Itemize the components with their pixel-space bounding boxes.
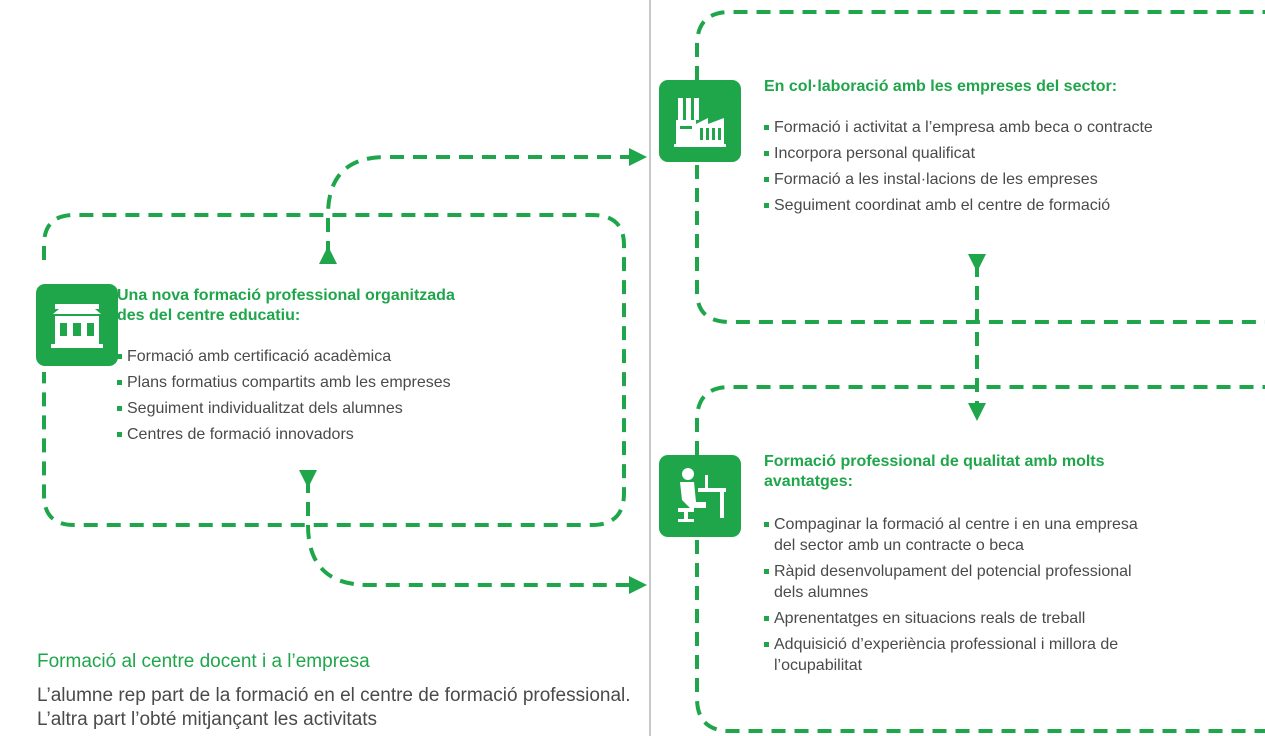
arrow-school-to-quality bbox=[299, 470, 647, 594]
list-item: Seguiment individualitzat dels alumnes bbox=[117, 398, 451, 419]
list-item: Formació amb certificació acadèmica bbox=[117, 346, 451, 367]
quality-icon-box bbox=[659, 455, 741, 537]
arrow-school-to-company bbox=[319, 148, 647, 264]
quality-panel-title-line1: Formació professional de qualitat amb mo… bbox=[764, 453, 1105, 470]
school-panel-list: Formació amb certificació acadèmica Plan… bbox=[117, 346, 451, 450]
section-heading: Formació al centre docent i a l’empresa bbox=[37, 651, 370, 672]
student-desk-icon bbox=[678, 468, 726, 522]
quality-panel-title-line2: avantatges: bbox=[764, 473, 853, 490]
school-panel-frame bbox=[42, 213, 626, 527]
company-panel-title: En col·laboració amb les empreses del se… bbox=[764, 78, 1118, 95]
list-item: Centres de formació innovadors bbox=[117, 424, 451, 445]
list-item: Seguiment coordinat amb el centre de for… bbox=[764, 195, 1153, 216]
list-item-line2: dels alumnes bbox=[774, 584, 869, 601]
school-panel-title-line1: Una nova formació professional organitza… bbox=[117, 287, 455, 304]
school-building-icon bbox=[51, 304, 103, 348]
list-item-line1: Aprenentatges en situacions reals de tre… bbox=[774, 610, 1086, 627]
list-item-line1: Compaginar la formació al centre i en un… bbox=[774, 516, 1138, 533]
company-icon-box bbox=[659, 80, 741, 162]
list-item: Plans formatius compartits amb les empre… bbox=[117, 372, 451, 393]
school-panel-title-line2: des del centre educatiu: bbox=[117, 307, 301, 324]
company-panel-frame bbox=[695, 10, 1265, 324]
list-item: Ràpid desenvolupament del potencial prof… bbox=[764, 561, 1138, 603]
school-icon-box bbox=[36, 284, 118, 366]
list-item: Formació a les instal·lacions de les emp… bbox=[764, 169, 1153, 190]
section-body: L’alumne rep part de la formació en el c… bbox=[37, 685, 631, 730]
company-panel-list: Formació i activitat a l’empresa amb bec… bbox=[764, 117, 1153, 221]
factory-icon bbox=[674, 98, 726, 147]
list-item-line1: Ràpid desenvolupament del potencial prof… bbox=[774, 563, 1132, 580]
quality-panel-title: Formació professional de qualitat amb mo… bbox=[764, 452, 1105, 492]
list-item: Formació i activitat a l’empresa amb bec… bbox=[764, 117, 1153, 138]
list-item-line2: l’ocupabilitat bbox=[774, 657, 863, 674]
list-item: Incorpora personal qualificat bbox=[764, 143, 1153, 164]
list-item: Adquisició d’experiència professional i … bbox=[764, 634, 1138, 676]
list-item: Compaginar la formació al centre i en un… bbox=[764, 514, 1138, 556]
quality-panel-list: Compaginar la formació al centre i en un… bbox=[764, 514, 1138, 681]
list-item: Aprenentatges en situacions reals de tre… bbox=[764, 608, 1138, 629]
list-item-line2: del sector amb un contracte o beca bbox=[774, 537, 1024, 554]
list-item-line1: Adquisició d’experiència professional i … bbox=[774, 636, 1119, 653]
school-panel-title: Una nova formació professional organitza… bbox=[117, 286, 455, 326]
quality-panel-frame bbox=[695, 385, 1265, 733]
